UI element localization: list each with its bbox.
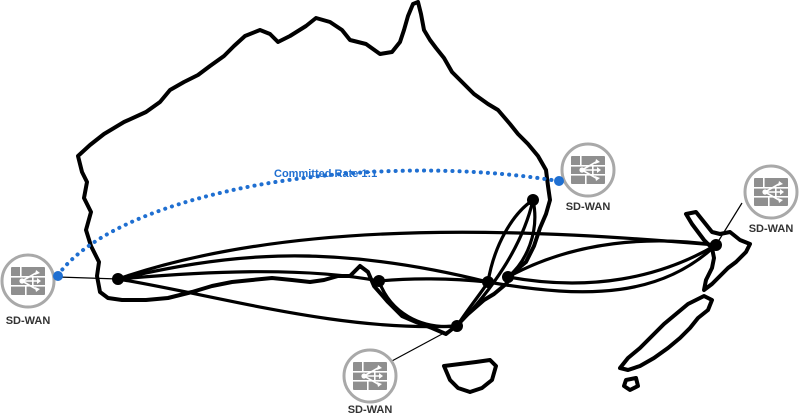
route-perth-auckland [116,230,718,281]
map [76,0,752,394]
route-sydney-brisbane-b [486,198,535,284]
committed-rate-label: Committed Rate 1:1 [274,168,377,180]
route-adelaide-sydney-lower [377,279,459,329]
access-link-perth [57,276,119,280]
pop-node-melbourne [482,276,494,288]
sd-wan-site-auckland: SD-WAN [743,164,799,235]
route-melbourne-auckland [486,243,718,294]
committed-endpoint-brisbane [554,176,564,186]
committed-endpoint-perth [53,271,63,281]
tasmania-outline [442,358,498,394]
sd-wan-icon [754,178,788,206]
backbone-routes [116,198,718,329]
committed-rate-link [56,168,560,277]
site-label: SD-WAN [566,201,611,213]
route-canberra-auckland-lower [506,243,718,285]
route-sydney-brisbane-a [455,198,535,328]
sd-wan-site-perth: SD-WAN [0,253,56,327]
site-label: SD-WAN [749,223,794,235]
sd-wan-icon [571,156,605,184]
sd-wan-site-brisbane: SD-WAN [560,142,616,213]
pop-node-auckland [710,239,722,251]
pop-node-canberra [502,271,514,283]
stewart-island-outline [622,376,640,392]
access-link-melbourne [389,325,458,363]
sd-wan-icon [353,362,387,390]
route-canberra-auckland-upper [506,239,718,279]
committed-link-endpoints [53,176,564,281]
route-perth-melbourne-north [116,254,490,284]
committed-link: Committed Rate 1:1 [56,168,560,277]
access-links [57,202,743,363]
pop-node-brisbane [527,194,539,206]
pop-node-sydney-south [451,320,463,332]
new-zealand-north-island-outline [684,210,752,292]
points-of-presence [112,194,722,332]
new-zealand-south-island-outline [618,294,714,372]
site-label: SD-WAN [6,315,51,327]
route-brisbane-canberra [506,198,537,279]
access-link-auckland [715,202,743,246]
site-label: SD-WAN [348,404,393,415]
sd-wan-icon [11,267,45,295]
sd-wan-site-melbourne: SD-WAN [342,348,398,415]
pop-node-adelaide [373,275,385,287]
route-perth-sydney-south [116,277,459,329]
sd-wan-sites: SD-WAN SD-WAN [0,142,799,415]
australia-outline [76,0,552,336]
route-perth-adelaide [116,270,381,283]
pop-node-perth [112,273,124,285]
route-adelaide-melbourne [377,277,490,284]
